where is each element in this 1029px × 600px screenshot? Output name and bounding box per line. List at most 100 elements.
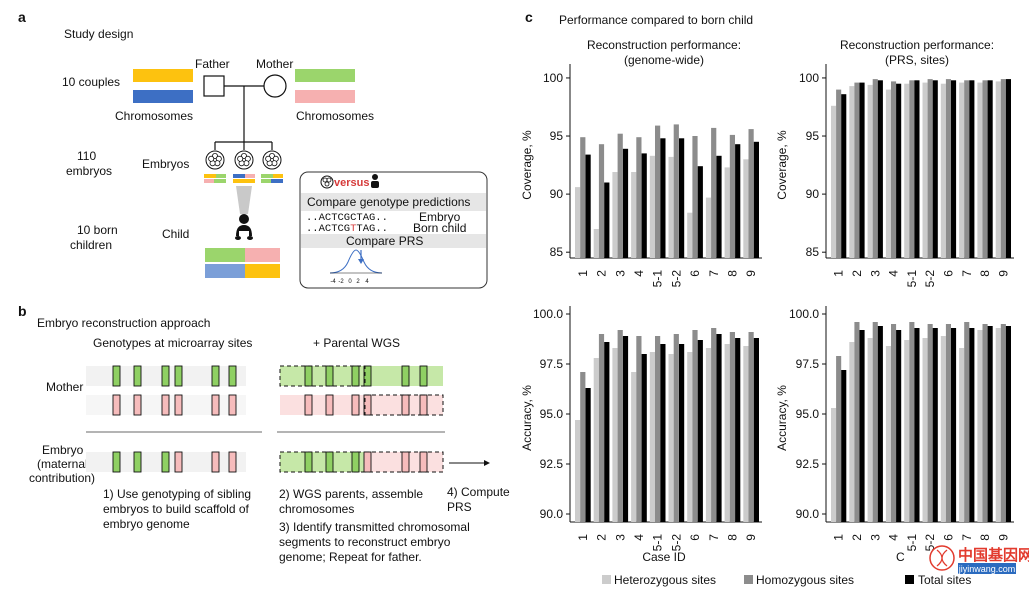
- bar: [660, 138, 666, 258]
- x-tick-label: 6: [688, 270, 702, 277]
- mother-label: Mother: [256, 57, 293, 71]
- embryo-strip: [261, 174, 273, 178]
- step2-line-2: chromosomes: [279, 502, 354, 516]
- column-right-title-1: Reconstruction performance:: [840, 38, 994, 52]
- father-square-symbol: [203, 75, 225, 97]
- small-embryo-icon: [320, 175, 334, 189]
- bar: [877, 326, 883, 522]
- bar: [748, 332, 754, 522]
- bar: [641, 354, 647, 522]
- bar: [932, 328, 938, 522]
- bar: [724, 167, 730, 258]
- dashed-segment: [364, 394, 444, 416]
- bar: [593, 358, 599, 522]
- chromosomes-right-label: Chromosomes: [296, 109, 374, 123]
- embryo-strip: [204, 174, 216, 178]
- genotype-block: [161, 394, 170, 416]
- compare-prs-label: Compare PRS: [346, 234, 423, 248]
- genotype-tracks: [86, 365, 444, 473]
- panel-c: c Performance compared to born child Rec…: [520, 9, 1029, 587]
- bar: [604, 182, 610, 258]
- genotype-block: [304, 394, 313, 416]
- bar: [891, 324, 897, 522]
- x-tick-label: 9: [744, 270, 758, 277]
- x-tick-label: 2: [850, 534, 864, 541]
- bar: [914, 328, 920, 522]
- bar: [914, 80, 920, 258]
- y-axis-label: Coverage, %: [775, 130, 789, 200]
- wgs-haplotype-pink: [280, 395, 443, 415]
- genotype-block: [228, 394, 237, 416]
- panel-a: a Study design 10 couples Chromosomes Fa…: [18, 9, 488, 289]
- y-tick-label: 100: [799, 71, 819, 85]
- bar: [729, 134, 735, 258]
- panel-c-title: Performance compared to born child: [559, 13, 753, 27]
- embryo-icons: [204, 150, 283, 183]
- x-axis-label-right-partial: C: [896, 550, 905, 564]
- embryos-label: Embryos: [142, 157, 189, 171]
- legend-swatch-homozygous: [744, 575, 753, 584]
- bar: [735, 338, 741, 522]
- bar: [631, 172, 637, 258]
- bar: [692, 136, 698, 258]
- watermark-cn: 中国基因网: [958, 546, 1029, 564]
- bar: [831, 105, 837, 258]
- x-tick-label: 4: [887, 270, 901, 277]
- bar: [877, 80, 883, 258]
- bar: [641, 153, 647, 258]
- genotype-block: [401, 394, 410, 416]
- embryo-cell: [208, 155, 215, 162]
- bar: [580, 137, 586, 258]
- bar: [867, 338, 873, 522]
- bar: [1000, 324, 1006, 522]
- watermark-url-band: [958, 563, 1016, 574]
- x-tick-label: 7: [707, 534, 721, 541]
- step3-line-2: segments to reconstruct embryo: [279, 535, 451, 549]
- bar: [959, 82, 965, 258]
- seq-part: TAG..: [356, 223, 388, 235]
- genotype-block: [133, 451, 142, 473]
- bar: [927, 324, 933, 522]
- genotype-block: [174, 394, 183, 416]
- bar: [951, 328, 957, 522]
- compare-genotype-band: [301, 193, 486, 211]
- y-axis-label: Accuracy, %: [520, 385, 534, 451]
- embryo-strip: [271, 179, 283, 183]
- bar: [692, 330, 698, 522]
- bar: [995, 81, 1001, 259]
- bar: [636, 336, 642, 522]
- bar: [987, 326, 993, 522]
- genotype-block: [351, 365, 360, 387]
- child-chromosome-blue: [205, 264, 245, 278]
- x-tick-label: 7: [960, 534, 974, 541]
- bar: [987, 80, 993, 258]
- microarray-header: Genotypes at microarray sites: [93, 336, 252, 350]
- prs-tick-label: -2: [338, 279, 344, 285]
- bar: [687, 212, 693, 258]
- step3-line-3: genome; Repeat for father.: [279, 550, 422, 564]
- bar: [885, 346, 891, 522]
- bar: [575, 187, 581, 258]
- x-axis-label-left: Case ID: [642, 550, 686, 564]
- child-chromosome-yellow: [245, 264, 280, 278]
- sequence-embryo: ..ACTCGCTAG..: [306, 212, 388, 224]
- x-tick-label: 5-2: [923, 534, 937, 552]
- step1-line-1: 1) Use genotyping of sibling: [103, 487, 251, 501]
- bar: [636, 137, 642, 258]
- seq-label-embryo: Embryo: [419, 210, 461, 224]
- born-children-line-2: children: [70, 238, 112, 252]
- bar: [867, 84, 873, 259]
- x-tick-label: 4: [887, 534, 901, 541]
- bar: [849, 342, 855, 522]
- bar: [896, 330, 902, 522]
- bar: [716, 334, 722, 522]
- x-tick-label: 5-1: [905, 534, 919, 552]
- y-tick-label: 100: [543, 71, 563, 85]
- mother-circle-symbol: [263, 74, 287, 98]
- bar: [896, 83, 902, 258]
